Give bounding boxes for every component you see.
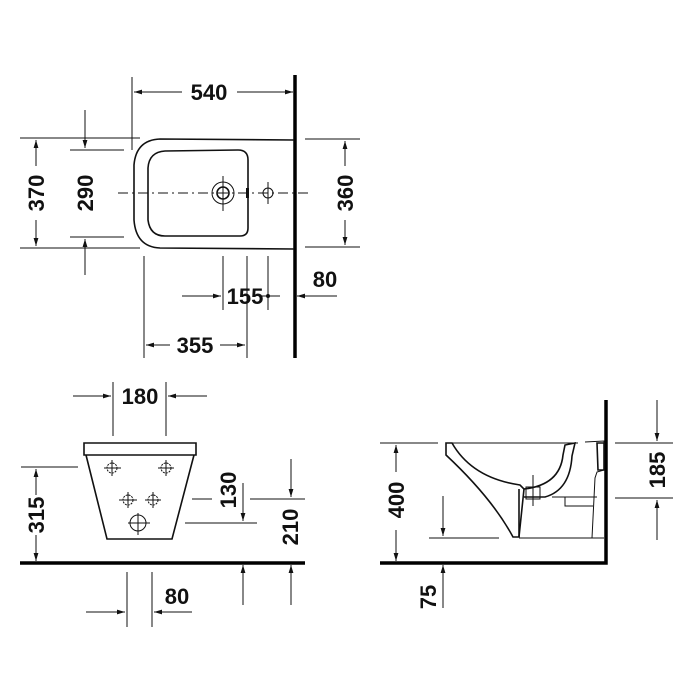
dim-155: 155 bbox=[227, 284, 264, 309]
dim-130: 130 bbox=[216, 472, 241, 509]
dim-185: 185 bbox=[645, 452, 670, 489]
bidet-side-profile bbox=[445, 442, 525, 538]
dim-180: 180 bbox=[122, 384, 159, 409]
fixing-holes-front bbox=[104, 460, 174, 535]
dim-315: 315 bbox=[24, 497, 49, 534]
dim-370: 370 bbox=[24, 175, 49, 212]
dim-290: 290 bbox=[73, 175, 98, 212]
bidet-front-body bbox=[83, 442, 197, 456]
top-view: 540 370 290 360 155 80 355 bbox=[20, 75, 360, 358]
wall-floor-line-side-view bbox=[380, 400, 608, 565]
overflow-slot bbox=[246, 188, 249, 198]
bidet-inner-bowl bbox=[147, 149, 249, 237]
dim-80-front: 80 bbox=[165, 584, 189, 609]
bidet-outer-outline bbox=[133, 138, 295, 250]
dim-400: 400 bbox=[384, 482, 409, 519]
front-view: 180 315 130 210 80 bbox=[20, 382, 305, 627]
dim-355: 355 bbox=[177, 333, 214, 358]
dim-80-top: 80 bbox=[313, 267, 337, 292]
dim-75: 75 bbox=[416, 585, 441, 609]
dim-210: 210 bbox=[278, 509, 303, 546]
dim-540: 540 bbox=[191, 80, 228, 105]
dim-360: 360 bbox=[333, 175, 358, 212]
side-view: 400 185 75 bbox=[380, 400, 673, 609]
